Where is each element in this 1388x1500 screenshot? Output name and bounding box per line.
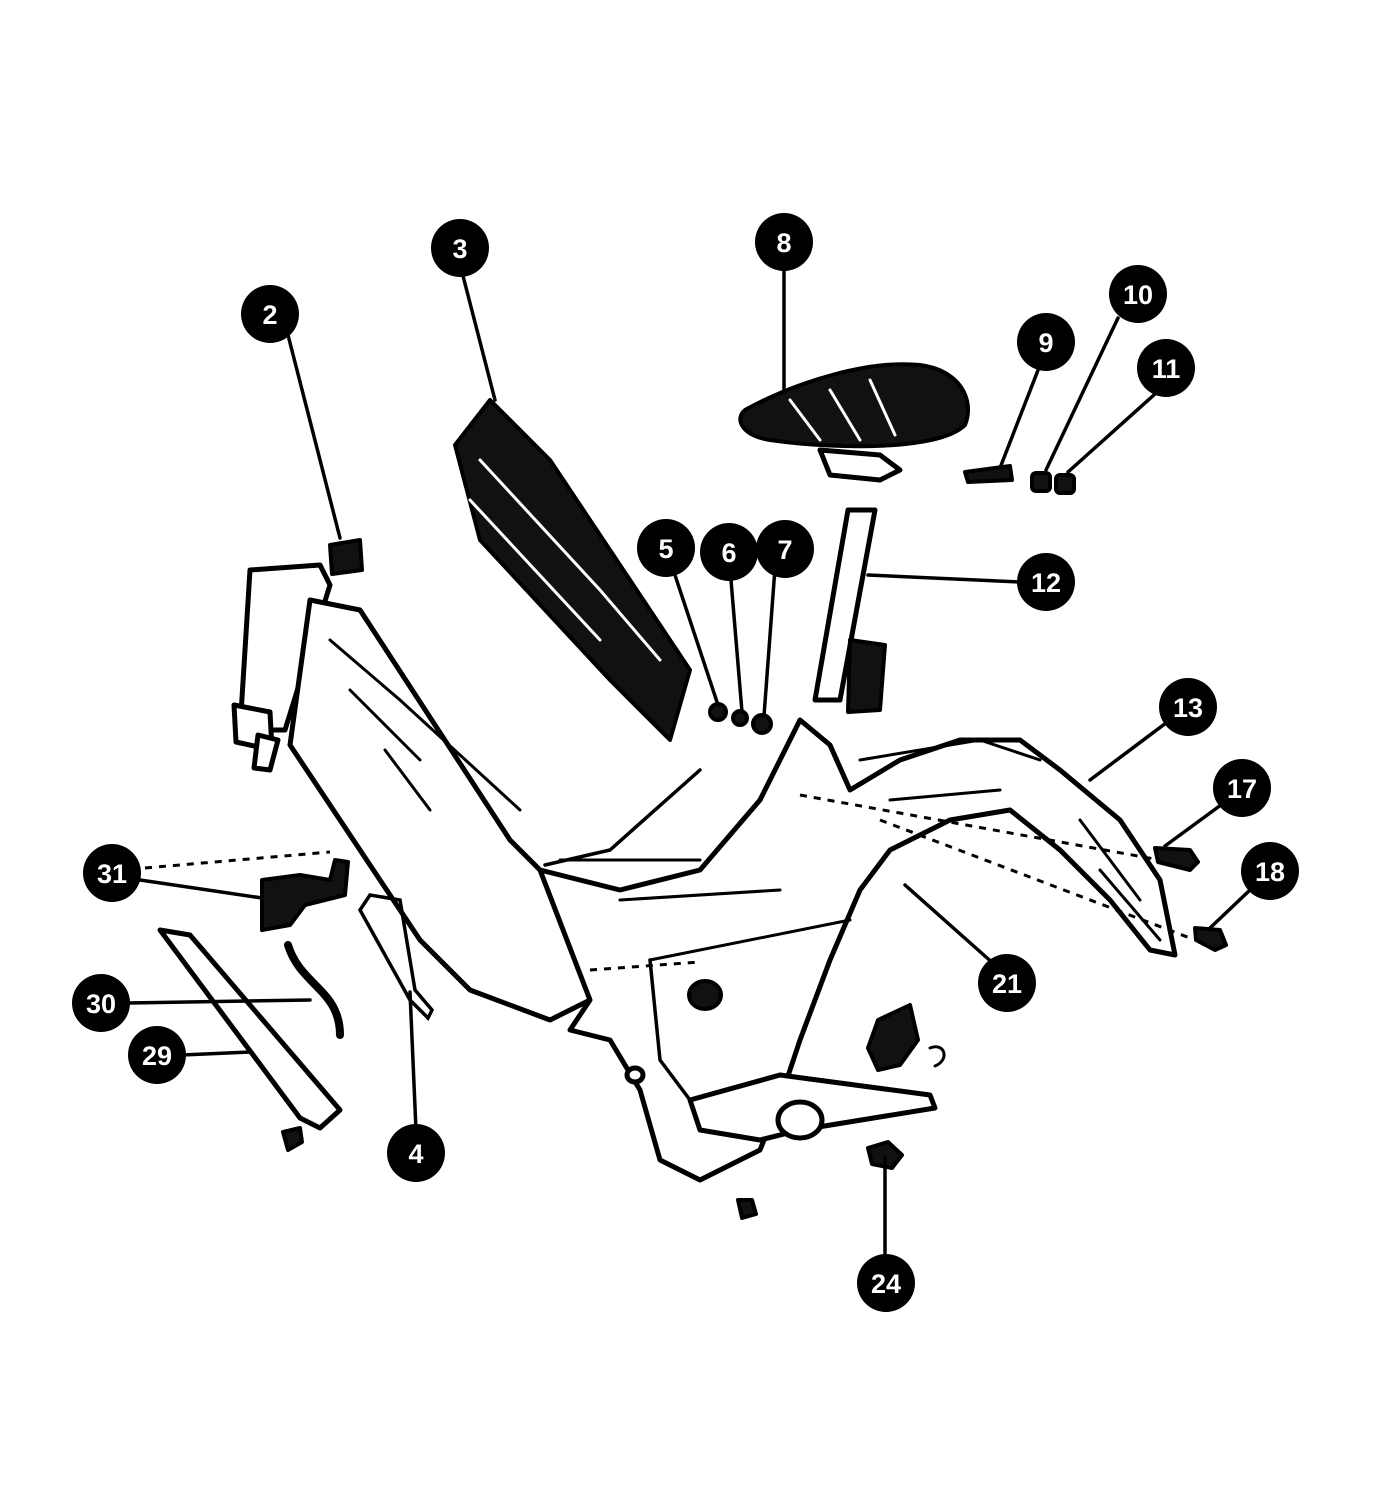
callout-18: 18 (1241, 842, 1299, 900)
part-30-hose (284, 941, 344, 1039)
callout-12-label: 12 (1031, 568, 1061, 598)
callout-4-label: 4 (408, 1139, 423, 1169)
part-10-nut (1030, 471, 1052, 493)
callout-7: 7 (756, 520, 814, 578)
part-17-bolt (1153, 846, 1200, 872)
callout-3-label: 3 (452, 234, 467, 264)
spacer (736, 1198, 758, 1220)
callout-31-label: 31 (97, 859, 127, 889)
callout-29-label: 29 (142, 1041, 172, 1071)
callout-30: 30 (72, 974, 130, 1032)
callout-21: 21 (978, 954, 1036, 1012)
alignment-lines (144, 793, 1191, 972)
clip (928, 1045, 946, 1068)
part-7-washer (751, 713, 773, 735)
callout-9-label: 9 (1038, 328, 1053, 358)
part-9-bolt (963, 464, 1014, 484)
callout-7-label: 7 (777, 535, 792, 565)
callout-3: 3 (431, 219, 489, 277)
callout-6-label: 6 (721, 538, 736, 568)
callout-13-label: 13 (1173, 693, 1203, 723)
screw (281, 1126, 304, 1152)
callout-29: 29 (128, 1026, 186, 1084)
callout-8: 8 (755, 213, 813, 271)
callout-5: 5 (637, 519, 695, 577)
callout-24: 24 (857, 1254, 915, 1312)
part-31-clamp (260, 858, 350, 932)
callout-21-label: 21 (992, 969, 1022, 999)
part-8-saddle (738, 362, 970, 483)
callout-10-label: 10 (1123, 280, 1153, 310)
part-2-cap (328, 538, 364, 576)
callout-2: 2 (241, 285, 299, 343)
part-24-nut (866, 1140, 904, 1170)
callouts: 2 3 4 5 6 7 8 9 10 11 12 13 17 18 21 24 … (72, 213, 1299, 1312)
callout-13: 13 (1159, 678, 1217, 736)
callout-12: 12 (1017, 553, 1075, 611)
callout-17: 17 (1213, 759, 1271, 817)
part-18-bolt (1193, 926, 1228, 952)
callout-5-label: 5 (658, 534, 673, 564)
callout-18-label: 18 (1255, 857, 1285, 887)
callout-17-label: 17 (1227, 774, 1257, 804)
main-frame (231, 507, 1178, 1183)
callout-10: 10 (1109, 265, 1167, 323)
callout-11: 11 (1137, 339, 1195, 397)
callout-2-label: 2 (262, 300, 277, 330)
callout-8-label: 8 (776, 228, 791, 258)
part-4-stand (357, 893, 435, 1021)
callout-24-label: 24 (871, 1269, 901, 1299)
callout-4: 4 (387, 1124, 445, 1182)
callout-30-label: 30 (86, 989, 116, 1019)
leader-lines (126, 266, 1252, 1257)
callout-6: 6 (700, 523, 758, 581)
callout-9: 9 (1017, 313, 1075, 371)
callout-31: 31 (83, 844, 141, 902)
bracket (866, 1003, 920, 1072)
part-3-tank-panel (453, 398, 692, 742)
part-11-nut (1054, 473, 1076, 495)
part-29-plate (157, 927, 343, 1131)
parts (157, 362, 1228, 1220)
part-6-washer (731, 709, 749, 727)
callout-11-label: 11 (1152, 354, 1181, 384)
